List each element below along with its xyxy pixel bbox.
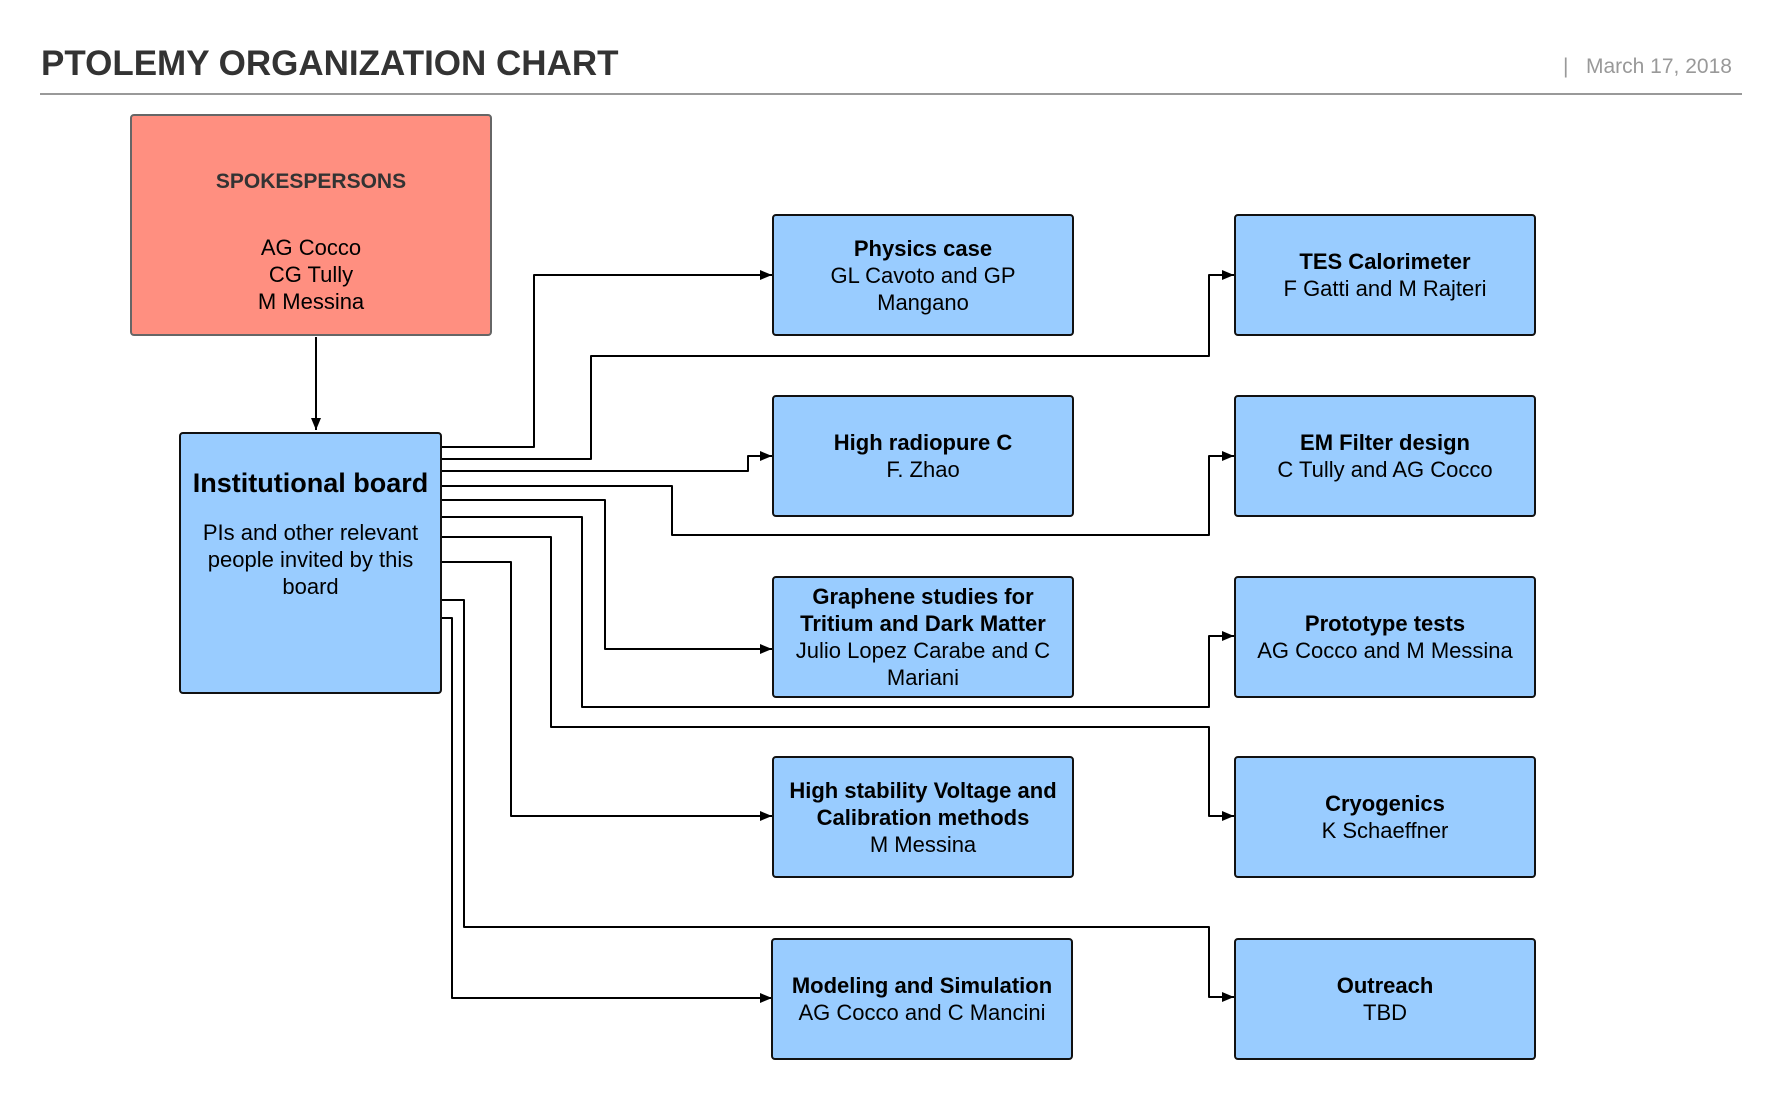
group-box-em-filter-design: EM Filter design C Tully and AG Cocco xyxy=(1234,395,1536,517)
group-title: Prototype tests xyxy=(1304,611,1466,636)
group-title: High radiopure C xyxy=(833,430,1013,455)
connector-em-filter xyxy=(442,451,1234,536)
group-title: Cryogenics xyxy=(1325,791,1445,816)
group-title: Modeling and Simulation xyxy=(791,973,1053,998)
group-box-prototype-tests: Prototype tests AG Cocco and M Messina xyxy=(1234,576,1536,698)
group-title: Graphene studies for Tritium and Dark Ma… xyxy=(800,584,1046,636)
group-people: GL Cavoto and GP Mangano xyxy=(830,262,1016,315)
institutional-board-title: Institutional board xyxy=(192,468,429,498)
connector-voltage-calibration xyxy=(442,561,772,821)
spokesperson-name: M Messina xyxy=(257,289,365,314)
group-people: Julio Lopez Carabe and C Mariani xyxy=(795,638,1051,690)
group-people: K Schaeffner xyxy=(1321,818,1449,843)
spokesperson-name: AG Cocco xyxy=(260,235,362,260)
header-rule xyxy=(40,93,1742,95)
connector-physics-case xyxy=(442,270,772,448)
connector-outreach xyxy=(442,599,1234,1002)
group-people: M Messina xyxy=(869,831,977,857)
spokesperson-name: CG Tully xyxy=(268,262,354,287)
group-people: F Gatti and M Rajteri xyxy=(1283,276,1487,301)
institutional-board-description: PIs and other relevant people invited by… xyxy=(202,520,419,599)
institutional-board-box: Institutional board PIs and other releva… xyxy=(179,432,442,694)
spokespersons-box: SPOKESPERSONS AG Cocco CG Tully M Messin… xyxy=(130,114,492,336)
group-box-voltage-calibration: High stability Voltage and Calibration m… xyxy=(772,756,1074,878)
connector-tes-calorimeter xyxy=(442,270,1234,460)
group-box-high-radiopure-c: High radiopure C F. Zhao xyxy=(772,395,1074,517)
connector-modeling xyxy=(442,617,772,1003)
group-people: AG Cocco and M Messina xyxy=(1257,638,1513,663)
group-people: C Tully and AG Cocco xyxy=(1277,457,1493,482)
connector-prototype-tests xyxy=(442,516,1234,708)
page-title: PTOLEMY ORGANIZATION CHART xyxy=(41,44,619,83)
group-box-physics-case: Physics case GL Cavoto and GP Mangano xyxy=(772,214,1074,336)
connector-graphene xyxy=(442,499,772,654)
group-title: Physics case xyxy=(853,235,993,261)
connector-cryogenics xyxy=(442,536,1234,821)
group-box-outreach: Outreach TBD xyxy=(1234,938,1536,1060)
group-box-tes-calorimeter: TES Calorimeter F Gatti and M Rajteri xyxy=(1234,214,1536,336)
group-box-cryogenics: Cryogenics K Schaeffner xyxy=(1234,756,1536,878)
group-title: Outreach xyxy=(1336,973,1434,998)
group-title: TES Calorimeter xyxy=(1299,249,1471,274)
group-box-graphene-studies: Graphene studies for Tritium and Dark Ma… xyxy=(772,576,1074,698)
group-title: EM Filter design xyxy=(1300,430,1470,455)
group-people: AG Cocco and C Mancini xyxy=(798,1000,1046,1025)
group-box-modeling-simulation: Modeling and Simulation AG Cocco and C M… xyxy=(771,938,1073,1060)
page-date: March 17, 2018 xyxy=(1586,55,1732,78)
spokespersons-title: SPOKESPERSONS xyxy=(215,170,407,193)
connector-high-radiopure xyxy=(442,451,772,472)
group-people: TBD xyxy=(1363,1000,1407,1025)
spokespersons-members: AG Cocco CG Tully M Messina xyxy=(258,234,364,315)
header-separator: | xyxy=(1563,55,1569,78)
group-title: High stability Voltage and Calibration m… xyxy=(789,777,1057,830)
group-people: F. Zhao xyxy=(886,457,960,482)
